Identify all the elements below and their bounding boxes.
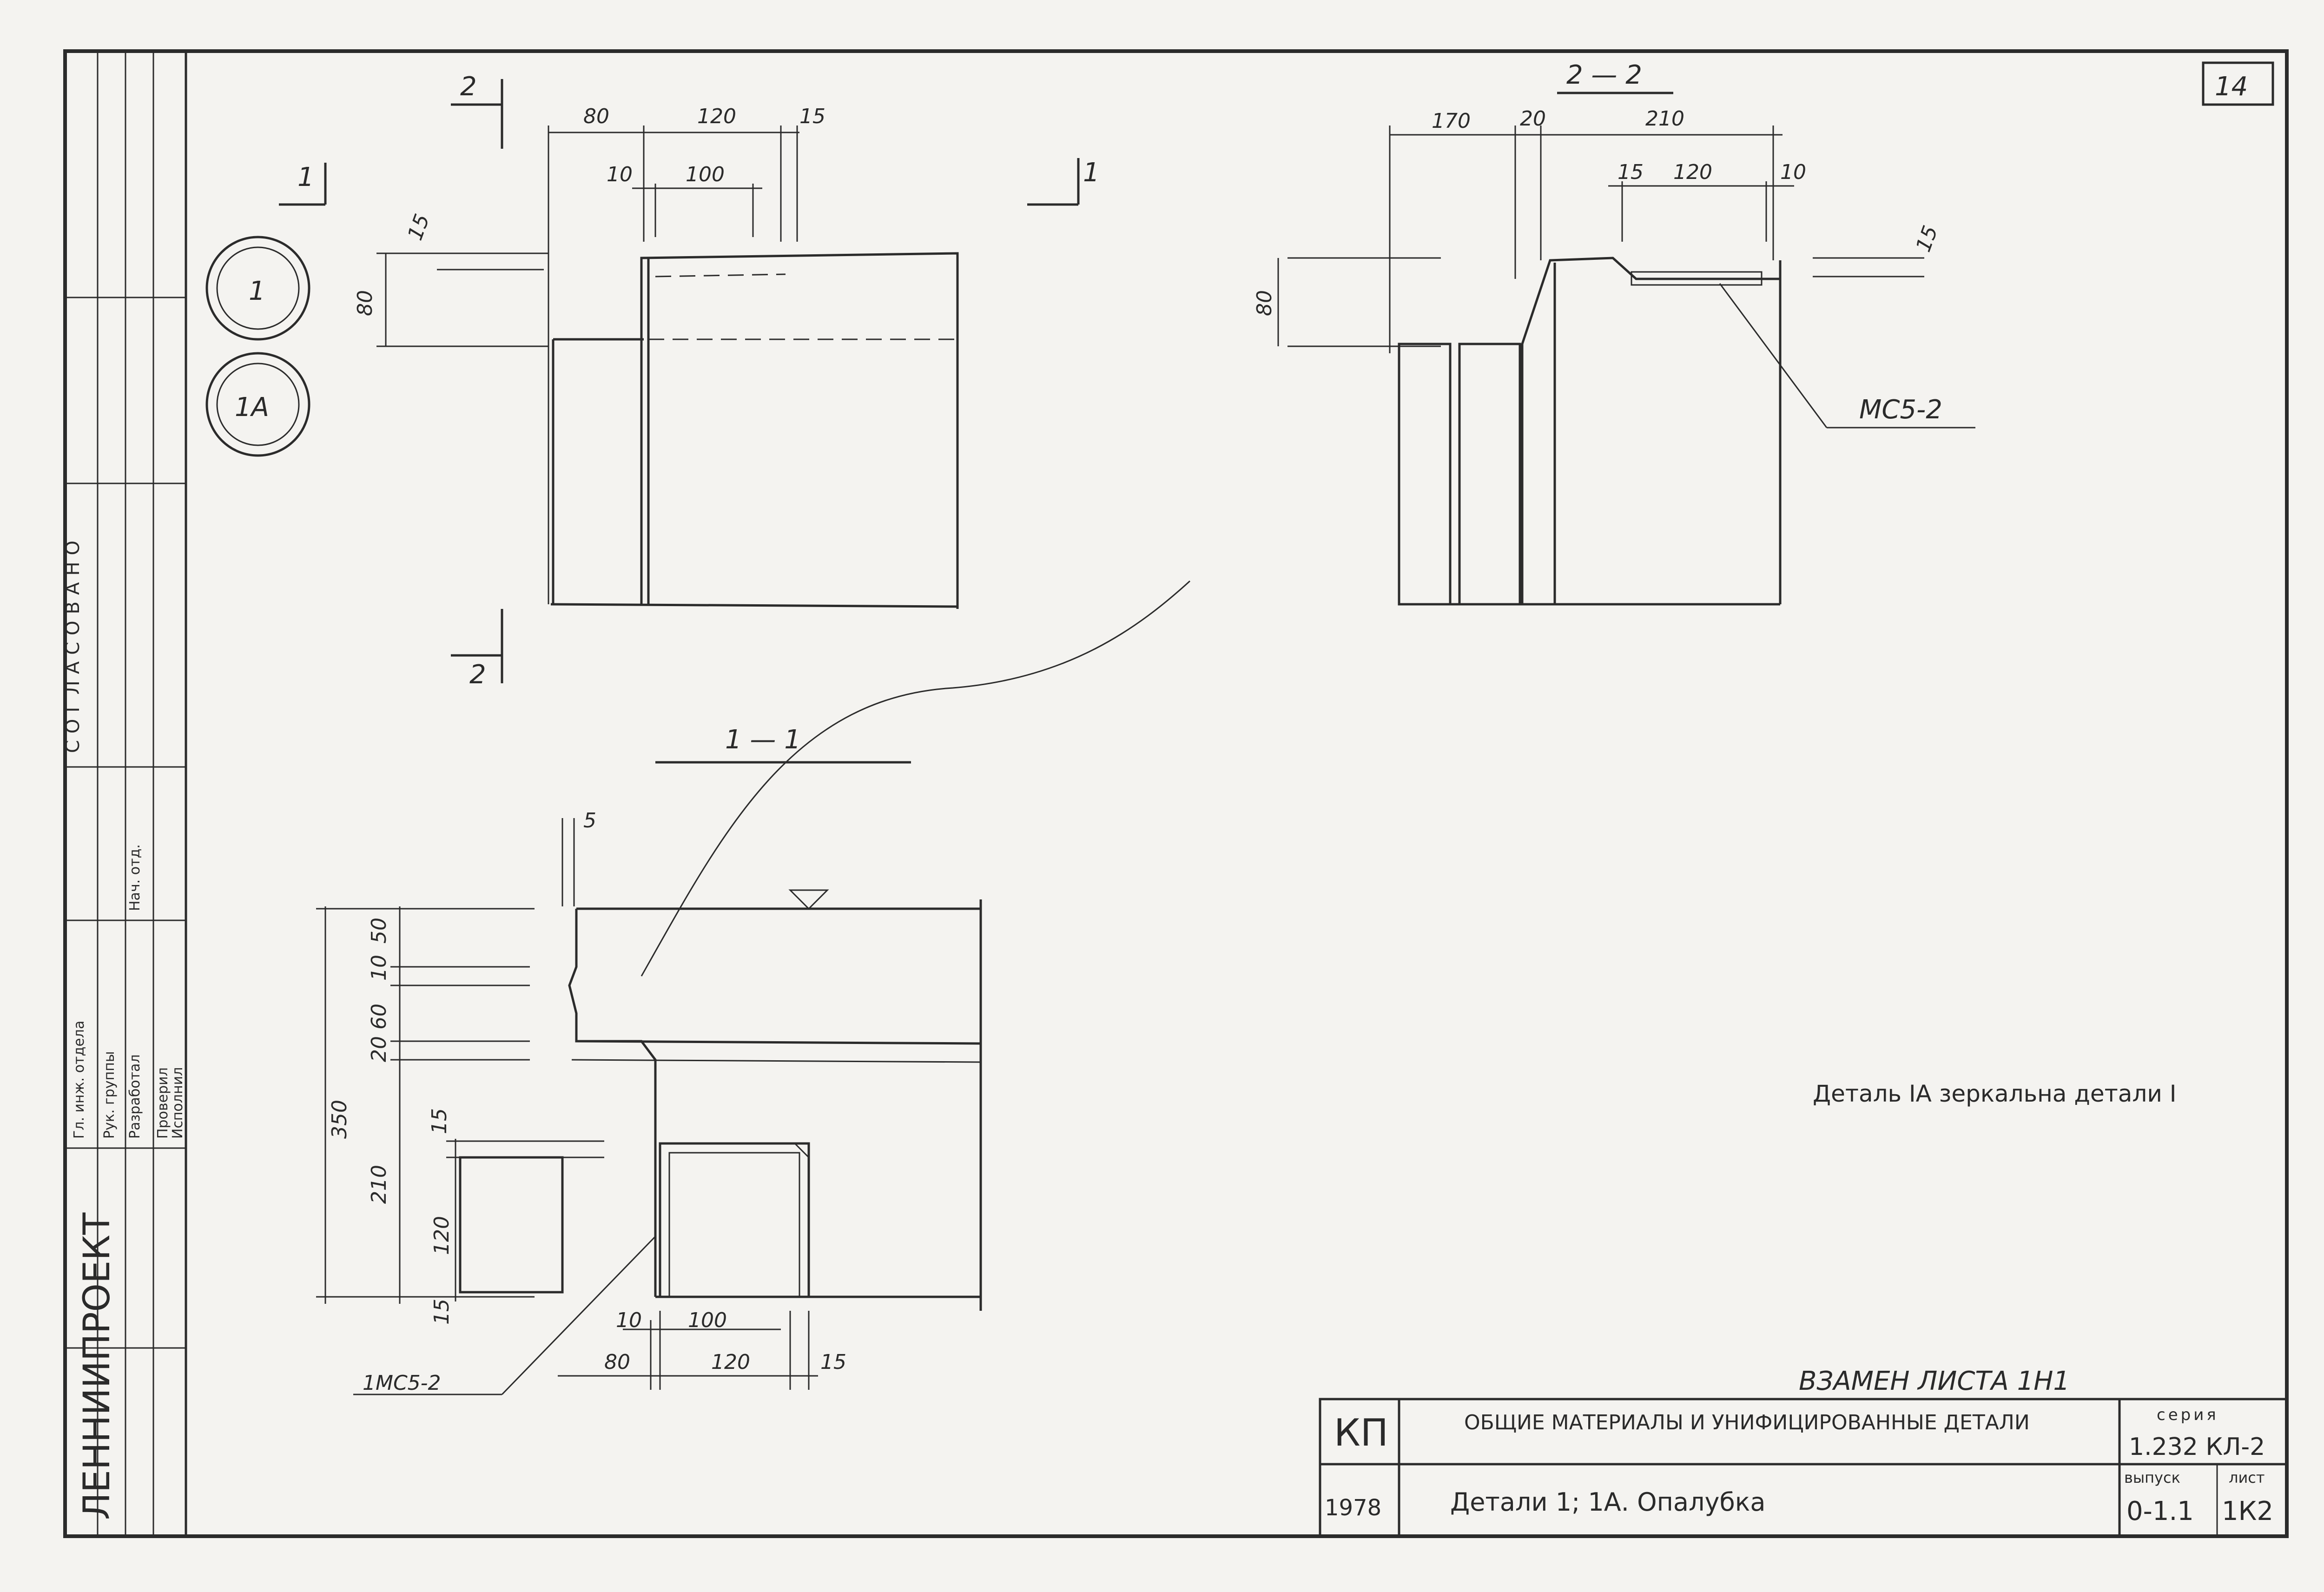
section-mark-1-right: 1 (1083, 158, 1100, 188)
s11-dim-bottom-100: 100 (688, 1308, 727, 1332)
s11-dim-350: 350 (328, 1100, 351, 1139)
tb-issue-value: 0-1.1 (2126, 1496, 2194, 1526)
s22-dim-10: 10 (1780, 160, 1806, 184)
s11-dim-210: 210 (367, 1165, 391, 1204)
plan-view: 1 1 2 2 80 120 15 10 100 15 80 (279, 72, 1100, 690)
s11-embedded-plate (659, 1142, 810, 1298)
s11-dim-120: 120 (430, 1216, 454, 1255)
s11-dim-bottom-10: 10 (616, 1308, 642, 1332)
detail-callout-1: 1 (205, 236, 310, 341)
tb-series-label: серия (2157, 1406, 2219, 1424)
s22-dim-120: 120 (1673, 160, 1712, 184)
section-2-2-title: 2 — 2 (1566, 60, 1642, 90)
section-mark-2-bottom: 2 (469, 660, 486, 690)
stamp-row-4: Гл. инж. отдела (71, 1021, 87, 1139)
approval-label: СОГЛАСОВАНО (62, 534, 84, 753)
section-mark-2: 2 (460, 72, 477, 102)
mirror-note: Деталь IА зеркальна детали I (1813, 1080, 2177, 1107)
s11-leader-label: 1МС5-2 (363, 1371, 441, 1395)
tb-code: КП (1334, 1411, 1388, 1454)
s11-dim-15-top: 15 (428, 1108, 451, 1134)
section-1-1: 1 — 1 5 350 10 50 20 60 210 15 120 15 (316, 725, 982, 1395)
s11-dim-60: 60 (367, 1004, 391, 1030)
svg-text:1: 1 (249, 276, 265, 306)
s11-dim-bottom-120: 120 (711, 1350, 750, 1374)
title-block: КП 1978 ОБЩИЕ МАТЕРИАЛЫ И УНИФИЦИРОВАННЫ… (1319, 1398, 2288, 1538)
stamp-row-1: Разработал (127, 1054, 143, 1139)
tb-sheet-value: 1К2 (2222, 1496, 2273, 1526)
s22-embedded-plate (1631, 271, 1763, 286)
s22-dim-210: 210 (1645, 107, 1684, 131)
corner-number-box (2202, 61, 2274, 106)
stamp-row-3: Исполнил (170, 1067, 186, 1139)
plan-dim-left-15: 15 (403, 211, 434, 244)
tb-series-title: ОБЩИЕ МАТЕРИАЛЫ И УНИФИЦИРОВАННЫЕ ДЕТАЛИ (1464, 1411, 2030, 1434)
side-stamp: ЛЕННИИПРОЕКТ СОГЛАСОВАНО Разработал Пров… (62, 50, 187, 1538)
plan-dim-left-80: 80 (353, 290, 377, 316)
plan-dim-100: 100 (686, 163, 725, 186)
plan-dim-80: 80 (583, 105, 609, 128)
tb-issue-label: выпуск (2124, 1469, 2180, 1486)
section-1-1-title: 1 — 1 (725, 725, 801, 755)
level-mark-icon (788, 889, 829, 910)
detail-callout-1a: 1А (205, 352, 310, 457)
tb-year: 1978 (1325, 1495, 1381, 1521)
stamp-row-5: Рук. группы (101, 1051, 118, 1139)
s11-dim-bottom-15: 15 (820, 1350, 846, 1374)
plan-dim-120: 120 (697, 105, 736, 128)
corner-number: 14 (2215, 72, 2248, 102)
organization-label: ЛЕННИИПРОЕКТ (76, 1212, 118, 1520)
s11-dim-bottom-80: 80 (604, 1350, 630, 1374)
section-mark-1: 1 (297, 162, 314, 192)
s11-dim-10: 10 (367, 955, 391, 981)
s11-dim-15-bottom: 15 (430, 1299, 454, 1325)
s22-dim-left-80: 80 (1253, 290, 1276, 316)
replaces-note: ВЗАМЕН ЛИСТА 1Н1 (1799, 1366, 2070, 1396)
sheet-frame (63, 49, 2289, 1538)
pencil-stroke (640, 580, 1191, 977)
s22-leader-label: МС5-2 (1859, 395, 1942, 425)
plan-dim-10: 10 (607, 163, 633, 186)
stamp-row-6: Нач. отд. (127, 844, 143, 911)
s11-dim-5: 5 (583, 809, 596, 832)
section-2-2: 2 — 2 170 20 210 15 120 10 80 15 МС5-2 (1253, 60, 1975, 606)
tb-series-value: 1.232 КЛ-2 (2129, 1433, 2265, 1461)
tb-sheet-label: лист (2229, 1469, 2265, 1486)
svg-text:1А: 1А (235, 392, 269, 423)
s22-dim-15: 15 (1618, 160, 1644, 184)
plan-dim-15: 15 (799, 105, 825, 128)
s11-dim-50: 50 (367, 918, 391, 944)
s22-dim-170: 170 (1432, 109, 1471, 133)
stamp-row-2: Проверил (155, 1067, 171, 1139)
tb-sheet-title: Детали 1; 1А. Опалубка (1450, 1487, 1765, 1517)
s11-left-opening (459, 1156, 564, 1294)
s22-dim-20: 20 (1520, 107, 1546, 131)
s11-dim-20: 20 (367, 1036, 391, 1062)
s22-dim-right-15: 15 (1911, 223, 1942, 255)
